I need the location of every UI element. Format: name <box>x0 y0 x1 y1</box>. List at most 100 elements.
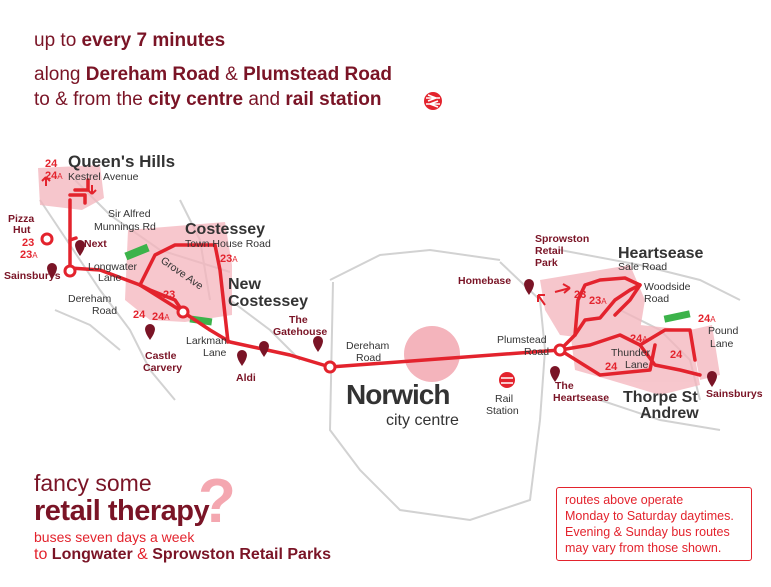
headline-text: and <box>243 89 286 110</box>
route-label: 24 <box>605 361 618 373</box>
pin-icon <box>707 371 717 387</box>
stop-plumstead <box>553 343 567 357</box>
route-label: 23 <box>574 289 586 301</box>
svg-text:24: 24 <box>133 309 146 321</box>
place-sainsburys-e: Sainsburys <box>706 388 763 400</box>
rail-logo-icon <box>424 92 442 110</box>
road-larkman-1: Larkman <box>186 335 227 347</box>
stop-gatehouse <box>323 360 337 374</box>
svg-text:23: 23 <box>163 289 175 301</box>
place-gatehouse-2: Gatehouse <box>273 326 327 338</box>
direction-arrows <box>41 176 571 306</box>
svg-text:23A: 23A <box>20 249 38 261</box>
place-sainsburys-w: Sainsburys <box>4 270 61 282</box>
area-city-centre: city centre <box>386 412 459 429</box>
headline-destinations: to & from the city centre and rail stati… <box>34 89 381 111</box>
route-suffix: A <box>710 315 716 324</box>
note-line: Monday to Saturday daytimes. <box>565 509 734 523</box>
route-suffix: A <box>601 297 607 306</box>
route-label: 23 <box>589 295 601 307</box>
stop-sainsburys-west <box>63 264 77 278</box>
pin-icon <box>237 350 247 366</box>
headline-text: & <box>219 64 244 85</box>
area-norwich: Norwich <box>346 379 449 410</box>
place-aldi: Aldi <box>236 372 256 384</box>
road-pound-1: Pound <box>708 325 739 337</box>
rail-station-icon <box>499 372 515 388</box>
pin-icon <box>145 324 155 340</box>
road-thunder-2: Lane <box>625 359 649 371</box>
service-note: routes above operate Monday to Saturday … <box>556 487 752 561</box>
road-larkman-2: Lane <box>203 347 227 359</box>
stop-new-costessey <box>176 305 190 319</box>
place-castle-2: Carvery <box>143 362 182 374</box>
note-line: routes above operate <box>565 493 684 507</box>
route-label: 23 <box>220 253 232 265</box>
city-centre-area <box>404 326 460 382</box>
road-dereham-w-2: Road <box>92 305 117 317</box>
svg-text:23: 23 <box>22 237 34 249</box>
road-kestrel: Kestrel Avenue <box>68 171 139 183</box>
route-label: 24 <box>133 309 146 321</box>
place-pizza-2: Hut <box>13 224 31 236</box>
place-sprowston-2: Retail <box>535 245 564 257</box>
route-label: 23 <box>163 289 175 301</box>
park-larkman <box>189 315 213 326</box>
headline-roads: along Dereham Road & Plumstead Road <box>34 64 392 86</box>
svg-text:23A: 23A <box>589 295 607 307</box>
road-pound-2: Lane <box>710 338 734 350</box>
place-sprowston-1: Sprowston <box>535 233 589 245</box>
headline-text: to & from the <box>34 89 149 110</box>
area-heartsease: Heartsease <box>618 245 704 262</box>
svg-text:24: 24 <box>605 361 618 373</box>
route-suffix: A <box>57 172 63 181</box>
road-longwater-2: Lane <box>98 272 122 284</box>
headline-bold: every 7 minutes <box>81 30 226 51</box>
area-thorpe-1: Thorpe St <box>623 389 698 406</box>
parks-bold: Sprowston Retail Parks <box>152 546 331 563</box>
road-sir-alfred-1: Sir Alfred <box>108 208 151 220</box>
svg-text:24: 24 <box>45 158 58 170</box>
pin-icon <box>524 279 534 295</box>
headline-text: along <box>34 64 86 85</box>
road-longwater-1: Longwater <box>88 261 138 273</box>
svg-text:24A: 24A <box>630 333 648 345</box>
road-plumstead-1: Plumstead <box>497 334 547 346</box>
route-label: 24 <box>698 313 711 325</box>
headline-text: up to <box>34 30 82 51</box>
note-line: Evening & Sunday bus routes <box>565 525 730 539</box>
parks-text: & <box>132 546 153 563</box>
svg-text:23A: 23A <box>220 253 238 265</box>
svg-text:24A: 24A <box>152 311 170 323</box>
place-rail-1: Rail <box>495 393 513 405</box>
road-dereham-c-2: Road <box>356 352 381 364</box>
svg-text:24: 24 <box>670 349 683 361</box>
route-label: 24 <box>670 349 683 361</box>
question-mark: ? <box>198 467 236 536</box>
retail-fancy: fancy some <box>34 470 152 496</box>
route-label: 24 <box>45 158 58 170</box>
road-dereham-c-1: Dereham <box>346 340 389 352</box>
area-costessey: Costessey <box>185 221 265 238</box>
retail-therapy: retail therapy <box>34 495 210 527</box>
residential-areas <box>38 165 720 395</box>
headline-bold: rail station <box>285 89 382 110</box>
svg-text:24A: 24A <box>45 170 63 182</box>
pin-icon <box>313 336 323 352</box>
road-town-house: Town House Road <box>185 238 271 250</box>
place-rail-2: Station <box>486 405 519 417</box>
park-longwater <box>124 243 150 261</box>
road-sale: Sale Road <box>618 261 667 273</box>
area-new-costessey-2: Costessey <box>228 293 308 310</box>
headline-frequency: up to every 7 minutes <box>34 30 225 52</box>
headline-bold: Plumstead Road <box>243 64 392 85</box>
route-label: 23 <box>20 249 32 261</box>
retail-promo: fancy some retail therapy buses seven da… <box>34 470 331 564</box>
road-plumstead-2: Road <box>524 346 549 358</box>
place-castle-1: Castle <box>145 350 177 362</box>
route-suffix: A <box>232 255 238 264</box>
place-next: Next <box>84 238 107 250</box>
stop-pizza-hut <box>40 232 54 246</box>
area-thorpe-2: Andrew <box>640 405 699 422</box>
